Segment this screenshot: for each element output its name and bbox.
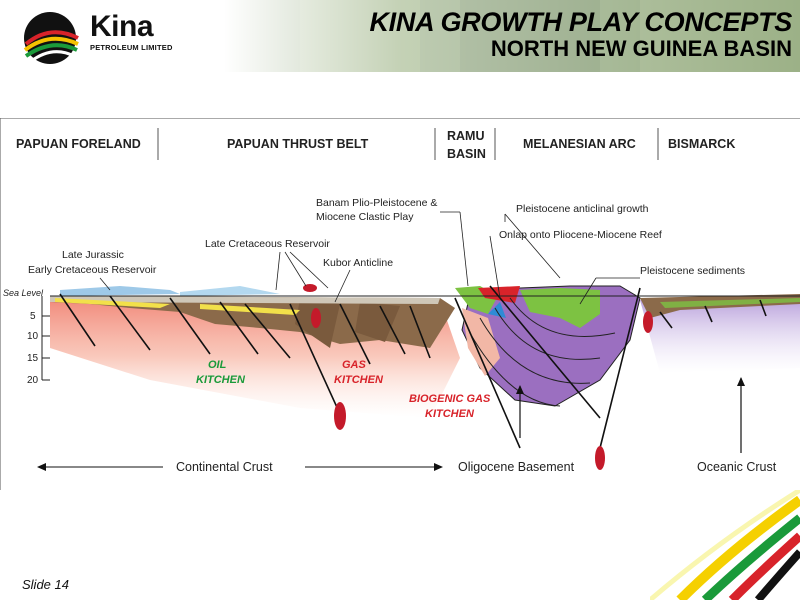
annotation-late-jurassic: Late Jurassic: [62, 249, 124, 261]
oil-kitchen-line1: OIL: [208, 359, 227, 371]
region-ramu-line1: RAMU: [447, 129, 485, 143]
reef-green: [520, 288, 600, 328]
annotation-onlap: Onlap onto Pliocene-Miocene Reef: [499, 229, 662, 241]
gas-kitchen-line2: KITCHEN: [334, 374, 384, 386]
ramu-basin-fill: [462, 308, 500, 376]
slide-title: KINA GROWTH PLAY CONCEPTS: [369, 7, 792, 37]
gas-pools: [303, 284, 653, 470]
corner-swoosh-decoration: [650, 490, 800, 600]
oceanic-gradient-zone: [640, 298, 800, 373]
logo-text: Kina PETROLEUM LIMITED: [90, 10, 173, 53]
annotation-early-cretaceous-reservoir: Early Cretaceous Reservoir: [28, 264, 157, 276]
annotation-pleistocene-anticlinal: Pleistocene anticlinal growth: [516, 203, 649, 215]
depth-tick-5: 5: [30, 311, 36, 322]
annotation-pleistocene-sediments: Pleistocene sediments: [640, 265, 745, 277]
region-header: PAPUAN FORELAND PAPUAN THRUST BELT RAMU …: [0, 118, 800, 161]
shallow-water: [180, 286, 280, 296]
depth-tick-15: 15: [27, 353, 39, 364]
biogenic-kitchen-line1: BIOGENIC GAS: [409, 393, 491, 405]
oil-kitchen-line2: KITCHEN: [196, 374, 246, 386]
annotation-leaders: [99, 211, 640, 305]
region-ramu-line2: BASIN: [447, 147, 486, 161]
annotation-kubor-anticline: Kubor Anticline: [323, 257, 393, 269]
depth-tick-10: 10: [27, 331, 39, 342]
biogenic-kitchen-line2: KITCHEN: [425, 408, 475, 420]
logo-subtitle: PETROLEUM LIMITED: [90, 43, 173, 52]
carbonate-layer: [50, 296, 440, 304]
slide-subtitle: NORTH NEW GUINEA BASIN: [490, 36, 792, 61]
header-background: [0, 0, 800, 72]
label-oligocene-basement: Oligocene Basement: [458, 460, 575, 474]
slide-header: Kina PETROLEUM LIMITED KINA GROWTH PLAY …: [0, 0, 800, 72]
blue-pool: [488, 302, 506, 318]
thrust-wedge: [355, 302, 400, 342]
annotation-banam-line2: Miocene Clastic Play: [316, 211, 414, 223]
label-oceanic-crust: Oceanic Crust: [697, 460, 777, 474]
gas-accumulation: [478, 286, 520, 303]
sea-level-label: Sea Level: [3, 288, 44, 298]
logo-name: Kina: [90, 10, 154, 43]
label-continental-crust: Continental Crust: [176, 460, 273, 474]
region-melanesian-arc: MELANESIAN ARC: [523, 137, 636, 151]
sediment-layer: [50, 296, 455, 348]
gas-kitchen-line1: GAS: [342, 359, 367, 371]
kina-logo-icon: [23, 12, 79, 64]
annotation-banam-line1: Banam Plio-Pleistocene &: [316, 197, 437, 209]
region-papuan-foreland: PAPUAN FORELAND: [16, 137, 141, 151]
depth-scale: Sea Level 5 10 15 20: [3, 288, 50, 386]
annotation-late-cretaceous-reservoir: Late Cretaceous Reservoir: [205, 238, 330, 250]
reservoir-yellow: [55, 298, 170, 308]
slide-number: Slide 14: [22, 577, 69, 592]
depth-tick-20: 20: [27, 375, 39, 386]
region-bismarck: BISMARCK: [668, 137, 735, 151]
fault-lines: [59, 285, 767, 449]
region-papuan-thrust-belt: PAPUAN THRUST BELT: [227, 137, 369, 151]
cross-section-diagram: PAPUAN FORELAND PAPUAN THRUST BELT RAMU …: [0, 118, 800, 490]
shallow-water: [60, 286, 180, 296]
